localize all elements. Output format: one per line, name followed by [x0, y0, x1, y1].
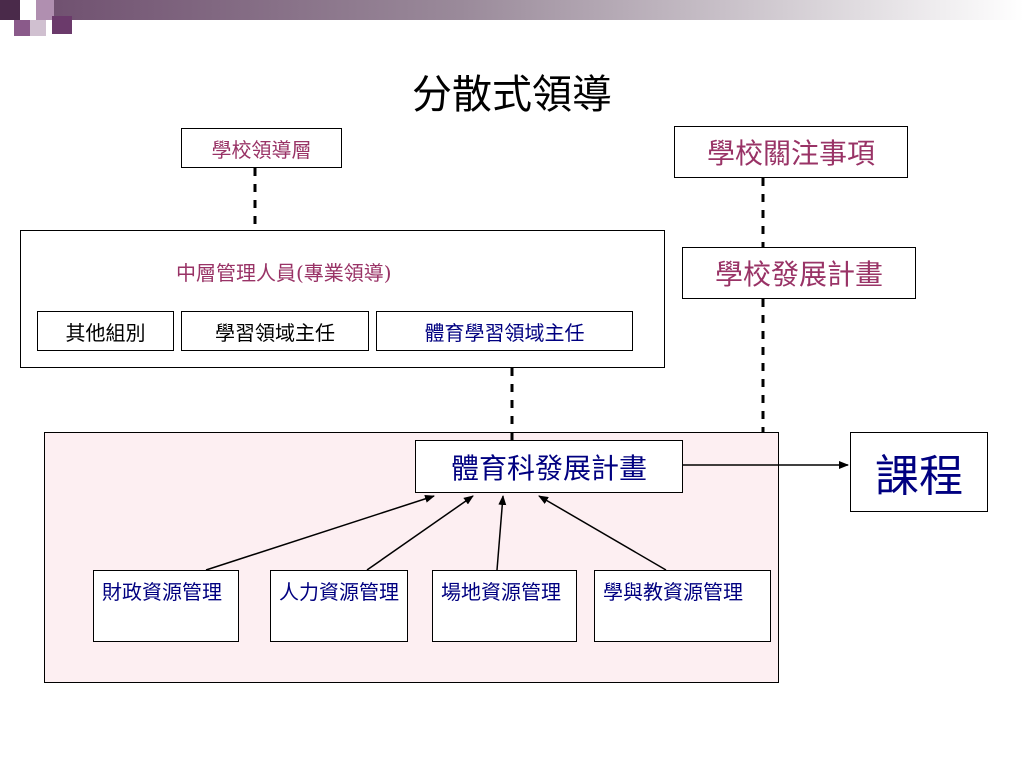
- page-title: 分散式領導: [412, 72, 612, 118]
- node-label: 學習領域主任: [215, 320, 335, 345]
- node-venue: 場地資源管理: [432, 570, 577, 642]
- node-other-groups: 其他組別: [37, 311, 174, 351]
- arrow-venue: [496, 495, 507, 571]
- decorative-square: [14, 20, 30, 36]
- arrow-teaching: [538, 495, 667, 571]
- node-kla-heads: 學習領域主任: [181, 311, 369, 351]
- title-banner: [0, 0, 1024, 20]
- node-school-dev-plan: 學校發展計畫: [682, 247, 916, 299]
- node-finance: 財政資源管理: [93, 570, 239, 642]
- arrow-finance: [205, 494, 435, 571]
- node-label: 其他組別: [65, 320, 146, 345]
- node-label: 課程: [875, 451, 963, 502]
- node-teaching: 學與教資源管理: [594, 570, 771, 642]
- decorative-square: [0, 0, 20, 20]
- node-school-concerns: 學校關注事項: [674, 126, 908, 178]
- node-curriculum: 課程: [850, 432, 988, 512]
- node-label: 學校領導層: [211, 137, 312, 162]
- node-label: 學校關注事項: [706, 137, 875, 170]
- decorative-square: [52, 16, 72, 34]
- arrow-human: [366, 495, 474, 571]
- node-pe-dev-plan: 體育科發展計畫: [415, 440, 683, 493]
- decorative-square: [36, 0, 54, 20]
- node-school-leadership: 學校領導層: [181, 128, 342, 168]
- node-label: 體育學習領域主任: [424, 320, 585, 345]
- node-label: 學校發展計畫: [714, 258, 883, 291]
- decorative-square: [20, 0, 36, 20]
- middle-managers-label: 中層管理人員(專業領導): [176, 261, 392, 285]
- node-pe-kla-head: 體育學習領域主任: [376, 311, 633, 351]
- decorative-square: [30, 20, 46, 36]
- node-human: 人力資源管理: [270, 570, 408, 642]
- node-label: 體育科發展計畫: [450, 451, 647, 485]
